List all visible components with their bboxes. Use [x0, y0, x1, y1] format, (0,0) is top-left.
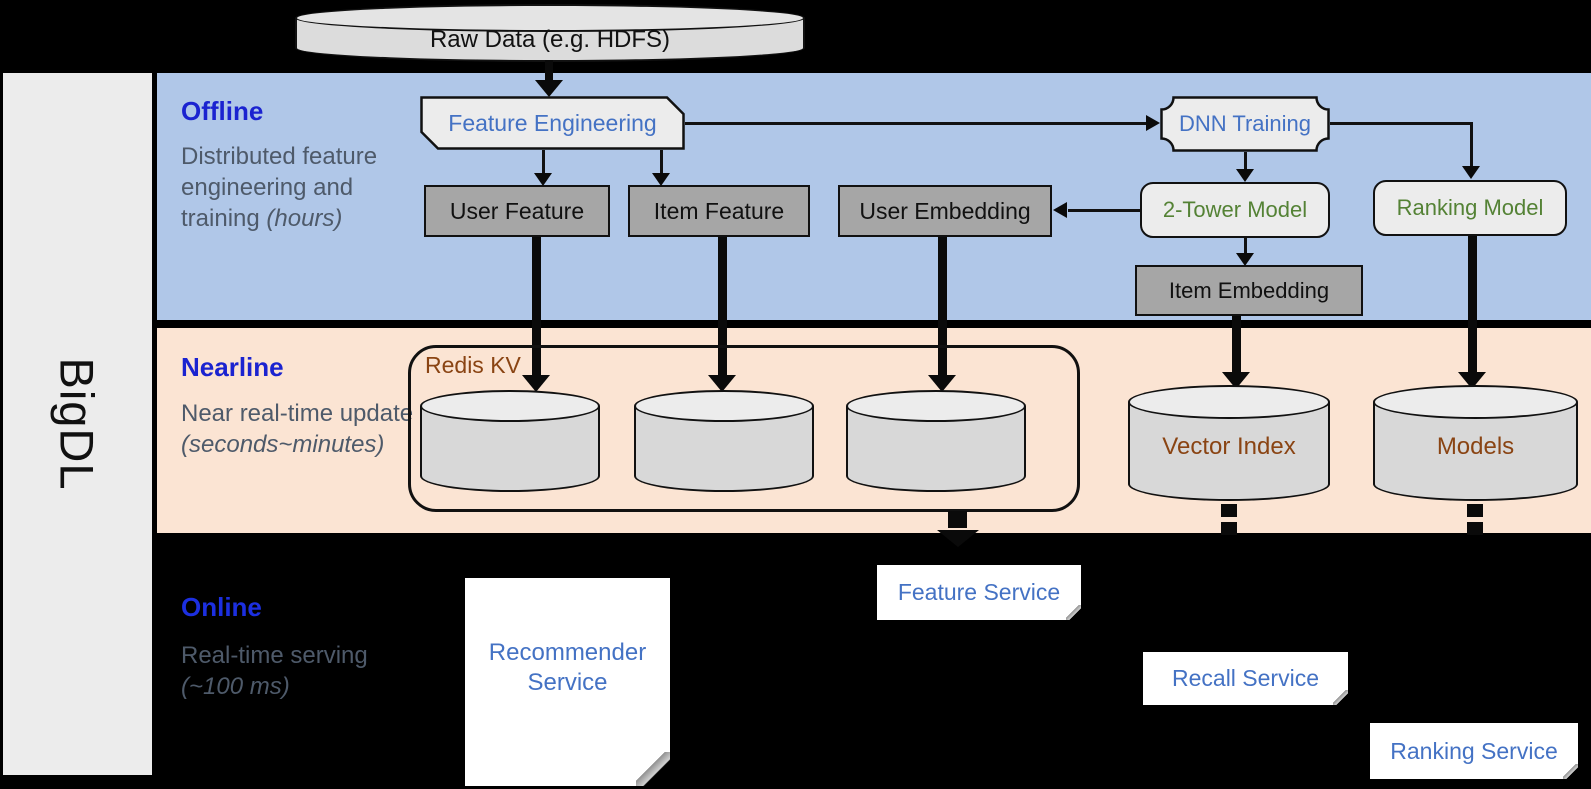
arrow-fe-to-userfeature-head: [534, 173, 552, 186]
arrow-fe-to-dnn-line: [685, 122, 1148, 125]
kv3-top: [846, 390, 1026, 422]
vector-index-top: [1128, 385, 1330, 419]
arrow-userembedding-to-kv3-head: [928, 375, 956, 392]
dnn-training-label: DNN Training: [1178, 111, 1312, 136]
item-embedding-label: Item Embedding: [1168, 277, 1330, 303]
raw-data-label: Raw Data (e.g. HDFS): [429, 26, 671, 53]
nearline-title: Nearline: [181, 352, 284, 382]
online-description: Real-time serving (~100 ms): [181, 640, 391, 702]
bigdl-sidebar: BigDL: [3, 73, 152, 775]
feature-service-fold-corner: [1066, 605, 1081, 620]
user-feature-label: User Feature: [449, 197, 585, 224]
raw-data-store: Raw Data (e.g. HDFS): [295, 4, 805, 62]
models-dash-2: [1467, 522, 1483, 535]
models-dash-1: [1467, 504, 1483, 517]
offline-desc-em: (hours): [266, 205, 343, 232]
arrow-twotower-to-itemembedding-line: [1244, 238, 1247, 254]
arrow-itemfeature-to-kv2-head: [708, 375, 736, 392]
two-tower-model-label: 2-Tower Model: [1162, 197, 1308, 222]
recall-service-fold-corner: [1333, 690, 1348, 705]
feature-service-card: Feature Service: [877, 565, 1081, 620]
user-feature-node: User Feature: [424, 185, 610, 237]
models-top: [1373, 385, 1578, 419]
two-tower-model-node: 2-Tower Model: [1140, 182, 1330, 238]
recommender-service-label: Recommender Service: [488, 639, 647, 696]
arrow-fe-to-itemfeature-head: [652, 173, 670, 186]
arrow-rawdata-to-fe-head: [535, 80, 563, 97]
arrow-kv-to-featureservice-dash: [948, 511, 967, 528]
online-desc-text: Real-time serving: [181, 642, 368, 669]
kv-store-cylinder-3: [846, 390, 1026, 492]
dnn-training-shape: [1160, 96, 1330, 152]
offline-description: Distributed feature engineering and trai…: [181, 141, 426, 234]
arrow-fe-to-userfeature-line: [542, 150, 545, 174]
arrow-dnn-to-rankingmodel-vline: [1470, 122, 1473, 167]
dnn-training-node: DNN Training: [1160, 96, 1330, 152]
arrow-twotower-to-itemembedding-head: [1236, 253, 1254, 266]
feature-engineering-label: Feature Engineering: [448, 109, 657, 136]
offline-title: Offline: [181, 96, 264, 126]
arrow-rawdata-to-fe-line: [545, 60, 553, 82]
arrow-itemembedding-to-vectorindex-line: [1232, 316, 1241, 374]
nearline-description: Near real-time update (seconds~minutes): [181, 398, 431, 460]
online-title: Online: [181, 592, 262, 622]
vectorindex-dash-1: [1221, 504, 1237, 517]
ranking-model-node: Ranking Model: [1373, 180, 1567, 236]
item-feature-node: Item Feature: [628, 185, 810, 237]
arrow-kv-to-featureservice-head: [937, 530, 979, 547]
vector-index-label: Vector Index: [1162, 433, 1296, 460]
arrow-userfeature-to-kv1-head: [522, 375, 550, 392]
feature-service-label: Feature Service: [897, 579, 1061, 605]
models-store: Models: [1373, 385, 1578, 501]
redis-kv-label: Redis KV: [425, 352, 521, 378]
ranking-model-label: Ranking Model: [1396, 195, 1544, 220]
redis-kv-container: [408, 345, 1080, 512]
arrow-dnn-to-twotower-head: [1236, 169, 1254, 182]
online-desc-em: (~100 ms): [181, 673, 290, 700]
offline-desc-text: Distributed feature engineering and trai…: [181, 143, 378, 232]
recall-service-label: Recall Service: [1172, 665, 1319, 691]
arrow-twotower-to-userembedding-head: [1053, 202, 1067, 218]
kv1-top: [420, 390, 600, 422]
arrow-rankingmodel-to-models-line: [1468, 236, 1477, 374]
ranking-service-label: Ranking Service: [1390, 737, 1558, 764]
models-label: Models: [1436, 433, 1515, 460]
arrow-twotower-to-userembedding-line: [1068, 209, 1140, 212]
nearline-desc-em: (seconds~minutes): [181, 431, 385, 458]
arrow-fe-to-dnn-head: [1146, 115, 1160, 131]
item-feature-label: Item Feature: [653, 197, 785, 224]
user-embedding-node: User Embedding: [838, 185, 1052, 237]
arrow-itemfeature-to-kv2-line: [718, 237, 727, 376]
arrow-dnn-to-twotower-line: [1244, 152, 1247, 170]
ranking-service-fold-corner: [1563, 764, 1578, 779]
ranking-service-card: Ranking Service: [1370, 723, 1578, 779]
recommender-service-card: Recommender Service: [465, 578, 670, 786]
arrow-userembedding-to-kv3-line: [938, 237, 947, 376]
item-embedding-node: Item Embedding: [1135, 265, 1363, 316]
kv-store-cylinder-2: [634, 390, 814, 492]
arrow-dnn-to-rankingmodel-hline: [1330, 122, 1472, 125]
recall-service-card: Recall Service: [1143, 652, 1348, 705]
nearline-desc-text: Near real-time update: [181, 400, 414, 427]
vector-index-store: Vector Index: [1128, 385, 1330, 501]
vectorindex-dash-2: [1221, 522, 1237, 535]
recommender-fold-corner: [636, 752, 670, 786]
raw-data-cylinder-top: [295, 4, 805, 32]
arrow-dnn-to-rankingmodel-head: [1462, 166, 1480, 179]
kv2-top: [634, 390, 814, 422]
arrow-fe-to-itemfeature-line: [660, 150, 663, 174]
feature-engineering-node: Feature Engineering: [420, 96, 685, 150]
kv-store-cylinder-1: [420, 390, 600, 492]
arrow-userfeature-to-kv1-line: [532, 237, 541, 376]
user-embedding-label: User Embedding: [859, 197, 1031, 224]
feature-engineering-shape: [420, 96, 685, 150]
